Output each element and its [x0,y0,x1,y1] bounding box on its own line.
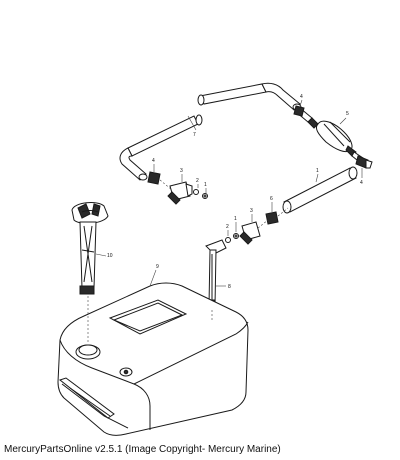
callout-1-right: 1 [316,168,319,174]
callout-5: 5 [346,111,349,117]
assembly-lines [87,179,289,342]
callout-10: 10 [107,253,113,259]
fitting-assembly-left[interactable] [147,171,208,205]
callout-4-top: 4 [300,94,303,100]
hose-part-7[interactable] [119,82,302,181]
callout-7: 7 [193,132,196,138]
callout-2-middle: 2 [226,224,229,230]
fuel-tank-part-9[interactable] [57,282,249,436]
callout-1-left: 1 [204,182,207,188]
copyright-caption: MercuryPartsOnline v2.5.1 (Image Copyrig… [4,444,281,455]
callout-9: 9 [156,264,159,270]
fitting-part-4-top[interactable] [293,105,305,117]
callout-1-middle: 1 [234,216,237,222]
callout-8: 8 [228,284,231,290]
callout-3-middle: 3 [250,208,253,214]
callout-4-right: 4 [360,180,363,186]
fitting-part-4-right[interactable] [355,155,373,169]
leader-lines [95,99,363,287]
callout-labels: 7 5 4 4 3 2 1 1 4 6 3 1 2 8 9 10 [107,94,363,290]
hose-part-1[interactable] [282,166,358,214]
fuel-gauge-part-10[interactable] [71,202,109,295]
callout-2-left: 2 [196,178,199,184]
fuel-filter-part-5[interactable] [295,107,367,165]
callout-4-left: 4 [152,158,155,164]
callout-3-left: 3 [180,168,183,174]
fitting-assembly-middle[interactable] [225,211,279,245]
callout-6: 6 [270,196,273,202]
